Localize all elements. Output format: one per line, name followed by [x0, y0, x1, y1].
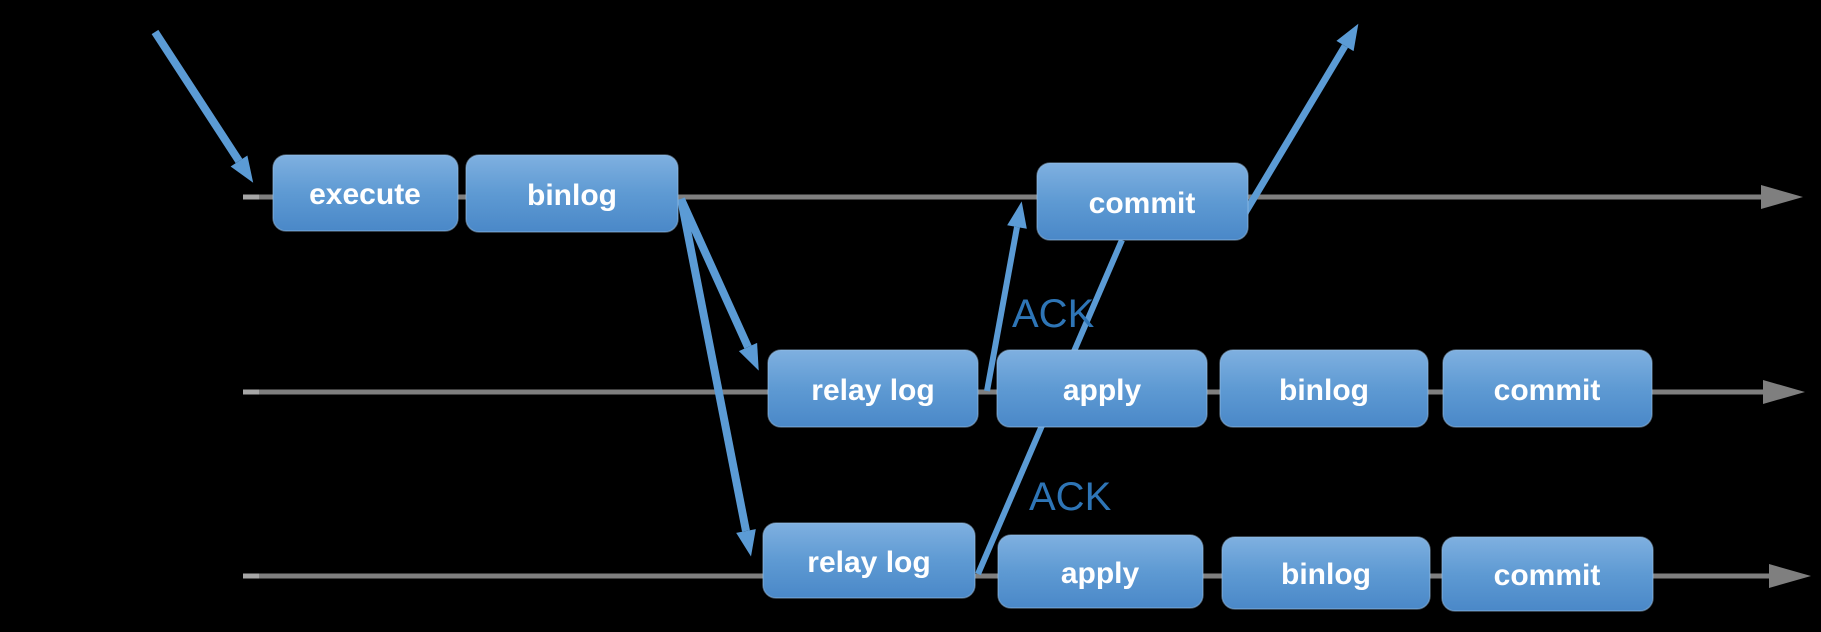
node-replica1-relaylog: relay log: [767, 349, 979, 428]
binlog-to-replica1-arrow: [677, 197, 759, 371]
ack-label-replica1: ACK: [1012, 292, 1095, 336]
node-box: [272, 154, 459, 232]
client-response-arrow: [1226, 23, 1359, 240]
client-request-arrow: [151, 29, 254, 183]
node-label: relay log: [811, 374, 934, 407]
node-label: binlog: [1279, 374, 1369, 407]
node-label: commit: [1494, 374, 1601, 407]
node-box: [996, 349, 1208, 428]
node-box: [1441, 536, 1654, 612]
node-master-binlog: binlog: [465, 154, 679, 233]
replica1-ack-arrow: [984, 201, 1027, 392]
node-box: [997, 534, 1204, 609]
ack-label-replica2: ACK: [1029, 475, 1112, 519]
node-box: [767, 349, 979, 428]
node-box: [762, 522, 976, 599]
node-label: apply: [1063, 374, 1142, 407]
node-label: commit: [1494, 559, 1601, 592]
node-label: relay log: [807, 546, 930, 579]
node-label: execute: [309, 178, 421, 211]
node-box: [1221, 536, 1431, 610]
node-box: [465, 154, 679, 233]
node-label: commit: [1089, 187, 1196, 220]
node-replica2-relaylog: relay log: [762, 522, 976, 599]
node-label: apply: [1061, 557, 1140, 590]
node-replica2-apply: apply: [997, 534, 1204, 609]
node-replica2-commit: commit: [1441, 536, 1654, 612]
node-replica1-apply: apply: [996, 349, 1208, 428]
node-master-commit: commit: [1036, 162, 1249, 241]
node-replica2-binlog: binlog: [1221, 536, 1431, 610]
node-master-execute: execute: [272, 154, 459, 232]
node-box: [1442, 349, 1653, 428]
node-label: binlog: [1281, 558, 1371, 591]
binlog-to-replica2-arrow: [677, 198, 756, 557]
node-label: binlog: [527, 179, 617, 212]
node-replica1-commit: commit: [1442, 349, 1653, 428]
node-box: [1219, 349, 1429, 428]
node-replica1-binlog: binlog: [1219, 349, 1429, 428]
node-box: [1036, 162, 1249, 241]
